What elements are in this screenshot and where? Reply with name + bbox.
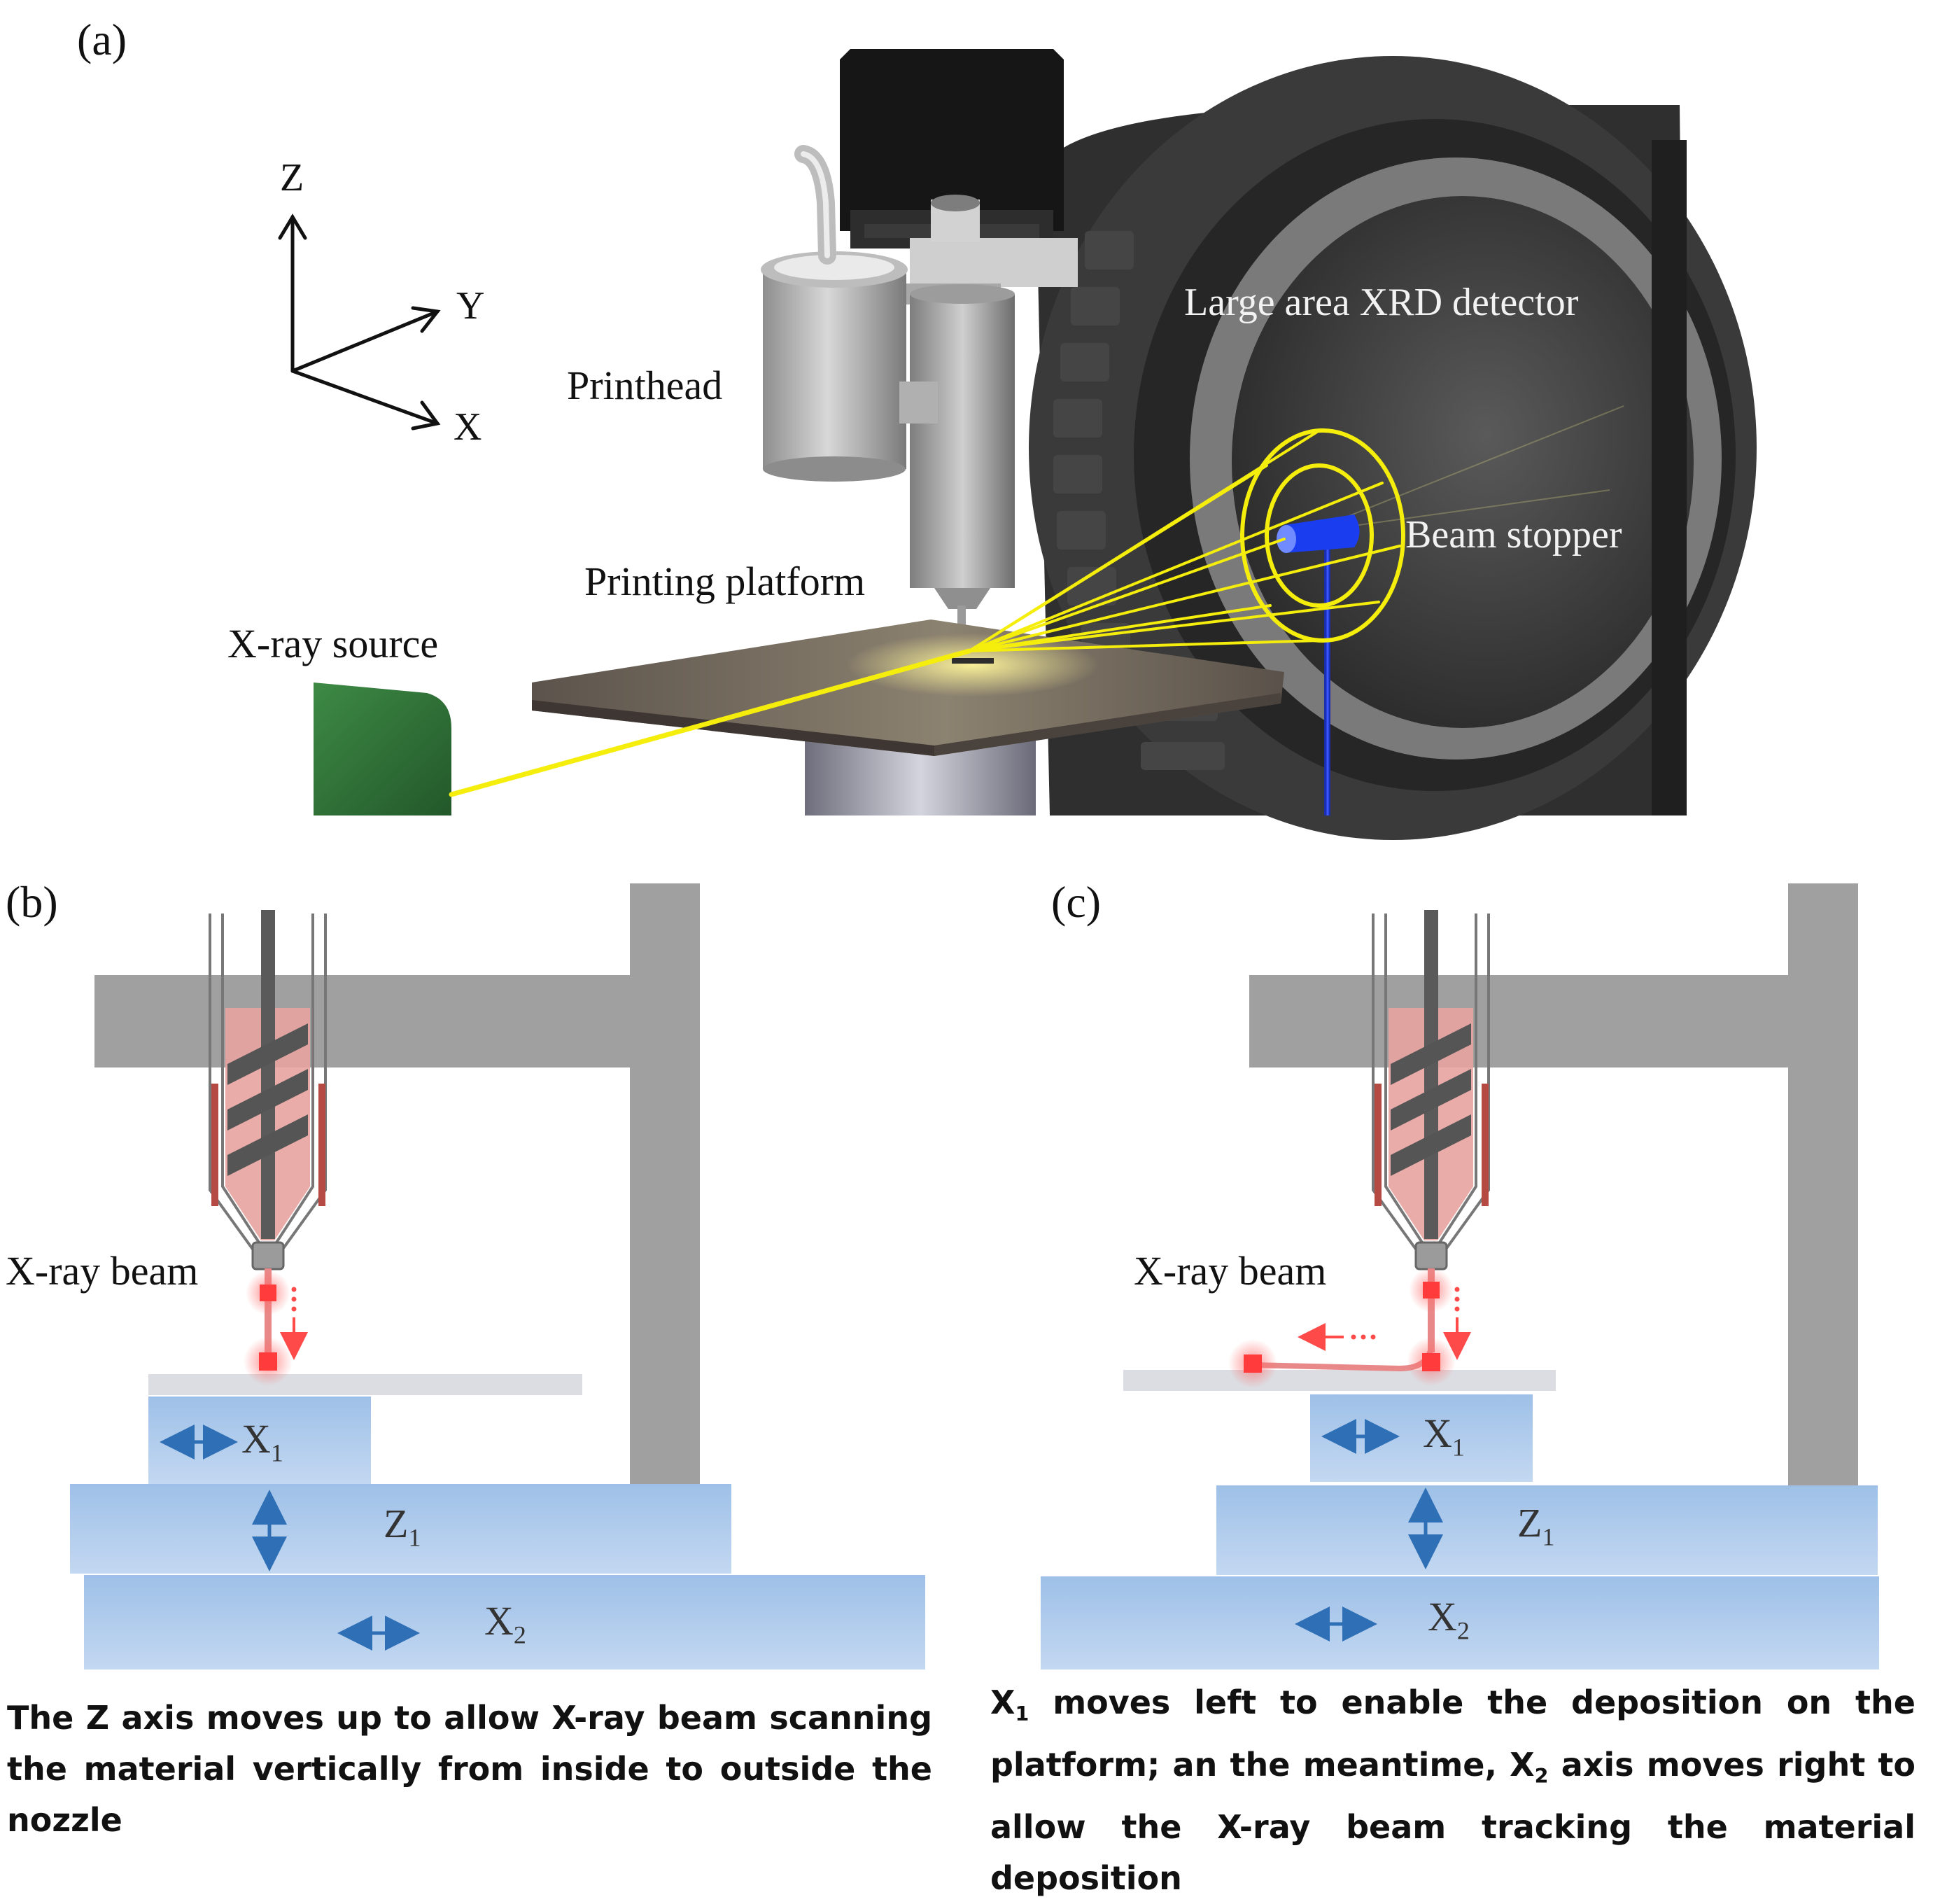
x2-axis-label: X2	[484, 1598, 526, 1649]
deposition-direction-arrow	[1298, 1323, 1376, 1351]
frame-column	[1788, 883, 1858, 1491]
beam-stopper	[1277, 514, 1360, 816]
coordinate-axes	[278, 214, 441, 430]
frame-column	[630, 883, 700, 1491]
beam-stopper-label: Beam stopper	[1405, 513, 1622, 556]
x1-axis-label: X1	[241, 1416, 283, 1467]
beam-spots	[244, 1270, 293, 1386]
printhead	[761, 49, 1078, 644]
axis-y-label: Y	[456, 284, 485, 328]
platform-label: Printing platform	[584, 559, 866, 604]
frame-beam	[1249, 975, 1858, 1068]
z1-axis-label: Z1	[384, 1501, 421, 1552]
build-plate	[1123, 1370, 1556, 1391]
x-ray-beam-label: X-ray beam	[6, 1248, 199, 1294]
source-label: X-ray source	[227, 621, 439, 666]
printhead-label: Printhead	[567, 363, 723, 408]
panel-c-tag: (c)	[1051, 877, 1102, 927]
nozzle-assembly	[209, 910, 327, 1352]
panel-b-tag: (b)	[6, 877, 58, 927]
z1-axis-label: Z1	[1517, 1500, 1555, 1551]
panel-c-caption: X1 moves left to enable the deposition o…	[990, 1684, 1916, 1897]
scan-direction-arrow	[1443, 1287, 1471, 1360]
diffraction-rings	[1240, 428, 1405, 643]
x-ray-source	[314, 682, 451, 816]
panel-b-caption: The Z axis moves up to allow X-ray beam …	[7, 1699, 932, 1839]
x-ray-beam-label: X-ray beam	[1134, 1248, 1327, 1294]
frame-beam	[94, 975, 700, 1068]
stage-x1	[1310, 1394, 1533, 1482]
panel-a-tag: (a)	[77, 15, 127, 64]
panel-a-scene	[278, 49, 1757, 840]
scan-direction-arrow	[280, 1287, 308, 1360]
x-ray-beam-paths	[449, 429, 1401, 797]
build-plate	[148, 1374, 582, 1395]
x2-axis-label: X2	[1428, 1594, 1470, 1645]
axis-x-label: X	[454, 405, 482, 449]
detector-label: Large area XRD detector	[1184, 281, 1579, 324]
x1-axis-label: X1	[1423, 1410, 1465, 1462]
nozzle-assembly	[1252, 910, 1490, 1372]
axis-z-label: Z	[280, 156, 304, 200]
